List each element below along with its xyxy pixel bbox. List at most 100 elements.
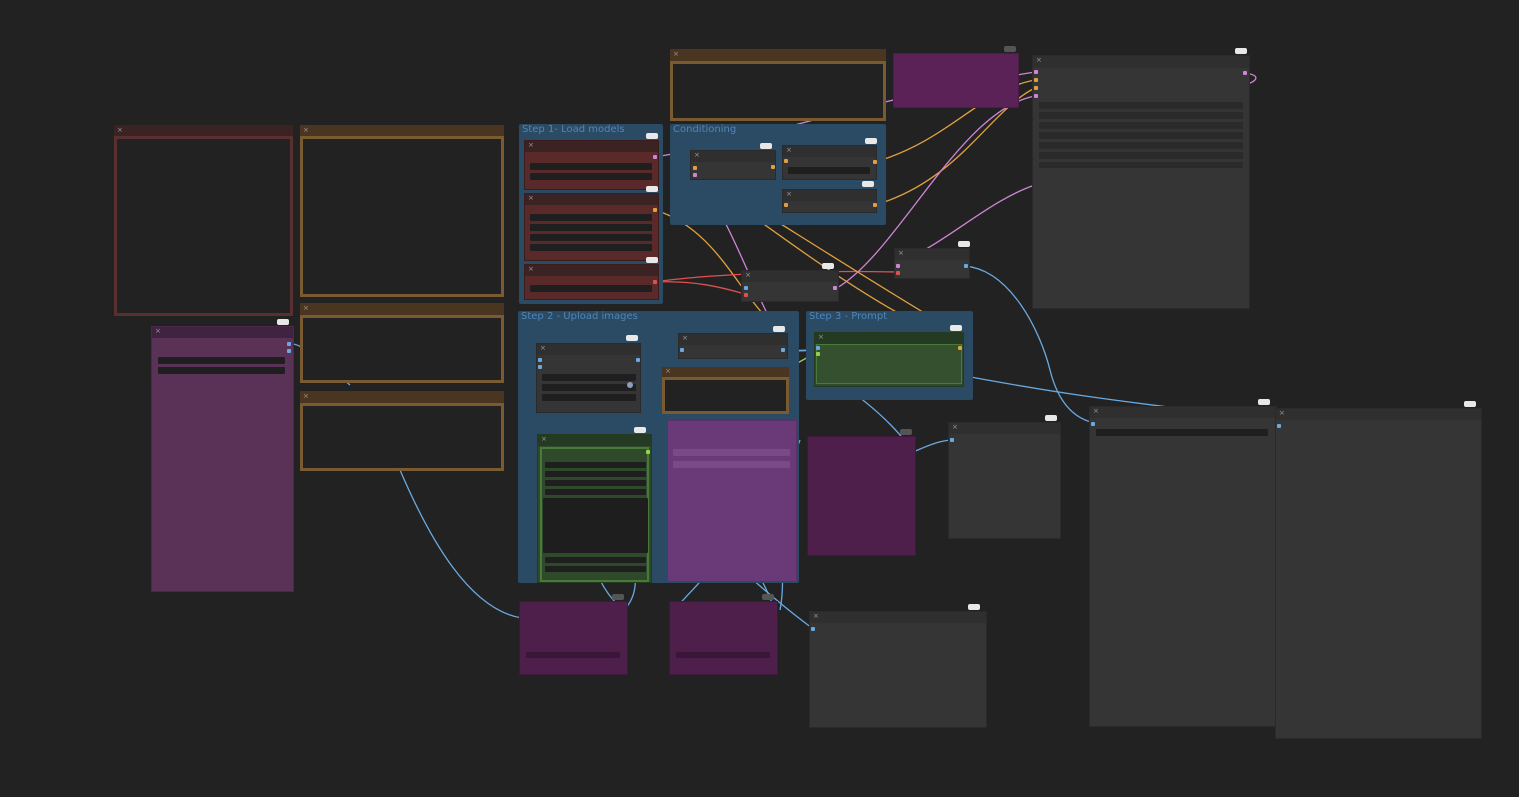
node-header[interactable] bbox=[114, 125, 293, 136]
node-widget[interactable] bbox=[1039, 132, 1243, 139]
output-slot[interactable] bbox=[636, 358, 640, 362]
close-icon[interactable]: × bbox=[694, 151, 700, 159]
node-widget[interactable] bbox=[673, 461, 790, 468]
node-frame-brown[interactable] bbox=[300, 403, 504, 471]
input-slot[interactable] bbox=[816, 346, 820, 350]
close-icon[interactable]: × bbox=[786, 146, 792, 154]
purple-preview-node[interactable] bbox=[667, 420, 797, 582]
node-widget[interactable] bbox=[1039, 142, 1243, 149]
close-icon[interactable]: × bbox=[541, 435, 547, 443]
output-slot[interactable] bbox=[646, 450, 650, 454]
node-widget[interactable] bbox=[1039, 112, 1243, 119]
conditioning-node[interactable]: × bbox=[782, 145, 877, 180]
close-icon[interactable]: × bbox=[528, 141, 534, 149]
output-slot[interactable] bbox=[653, 208, 657, 212]
node-widget[interactable] bbox=[542, 394, 636, 401]
large-node[interactable]: × bbox=[1032, 55, 1250, 309]
close-icon[interactable]: × bbox=[117, 126, 123, 134]
node-widget[interactable] bbox=[530, 224, 652, 231]
close-icon[interactable]: × bbox=[1036, 56, 1042, 64]
output-slot[interactable] bbox=[781, 348, 785, 352]
node-widget[interactable] bbox=[530, 214, 652, 221]
output-slot[interactable] bbox=[653, 155, 657, 159]
close-icon[interactable]: × bbox=[952, 423, 958, 431]
conditioning-node[interactable]: × bbox=[782, 189, 877, 213]
close-icon[interactable]: × bbox=[1093, 407, 1099, 415]
close-icon[interactable]: × bbox=[528, 194, 534, 202]
magenta-node[interactable] bbox=[807, 436, 916, 556]
input-slot[interactable] bbox=[1091, 422, 1095, 426]
input-slot[interactable] bbox=[693, 173, 697, 177]
close-icon[interactable]: × bbox=[303, 126, 309, 134]
close-icon[interactable]: × bbox=[1279, 409, 1285, 417]
node-frame-brown[interactable] bbox=[300, 315, 504, 383]
input-slot[interactable] bbox=[744, 286, 748, 290]
upload-node[interactable]: × bbox=[678, 333, 788, 359]
mid-node[interactable]: × bbox=[894, 248, 970, 279]
close-icon[interactable]: × bbox=[682, 334, 688, 342]
close-icon[interactable]: × bbox=[898, 249, 904, 257]
node-widget[interactable] bbox=[545, 471, 646, 477]
node-widget[interactable] bbox=[530, 234, 652, 241]
large-node[interactable]: × bbox=[1275, 408, 1482, 739]
prompt-text-area[interactable] bbox=[816, 344, 962, 384]
node-header[interactable] bbox=[300, 125, 504, 136]
node-widget[interactable] bbox=[1039, 152, 1243, 159]
input-slot[interactable] bbox=[1277, 424, 1281, 428]
input-slot[interactable] bbox=[1034, 86, 1038, 90]
input-slot[interactable] bbox=[816, 352, 820, 356]
node-widget[interactable] bbox=[788, 167, 870, 174]
node-frame-brown[interactable] bbox=[300, 136, 504, 297]
prompt-node[interactable]: × bbox=[814, 332, 964, 387]
node-widget[interactable] bbox=[545, 566, 646, 572]
close-icon[interactable]: × bbox=[813, 612, 819, 620]
output-slot[interactable] bbox=[287, 342, 291, 346]
load-model-node[interactable]: × bbox=[524, 140, 659, 190]
node-header[interactable] bbox=[662, 367, 789, 377]
magenta-node[interactable] bbox=[519, 601, 628, 675]
close-icon[interactable]: × bbox=[665, 367, 671, 375]
input-slot[interactable] bbox=[784, 203, 788, 207]
node-widget[interactable] bbox=[530, 173, 652, 180]
node-widget[interactable] bbox=[673, 449, 790, 456]
mid-node[interactable]: × bbox=[741, 270, 839, 302]
input-slot[interactable] bbox=[538, 358, 542, 362]
input-slot[interactable] bbox=[896, 271, 900, 275]
image-node[interactable]: × bbox=[809, 611, 987, 728]
node-frame-brown[interactable] bbox=[662, 377, 789, 414]
close-icon[interactable]: × bbox=[303, 304, 309, 312]
output-slot[interactable] bbox=[771, 165, 775, 169]
node-widget[interactable] bbox=[545, 489, 646, 495]
close-icon[interactable]: × bbox=[528, 265, 534, 273]
toggle-icon[interactable] bbox=[627, 382, 633, 388]
input-slot[interactable] bbox=[538, 365, 542, 369]
node-widget[interactable] bbox=[542, 384, 636, 391]
load-model-node[interactable]: × bbox=[524, 193, 659, 261]
node-header[interactable] bbox=[300, 303, 504, 315]
output-slot[interactable] bbox=[1243, 71, 1247, 75]
node-widget[interactable] bbox=[530, 163, 652, 170]
close-icon[interactable]: × bbox=[540, 344, 546, 352]
node-widget[interactable] bbox=[158, 357, 285, 364]
image-node[interactable]: × bbox=[948, 422, 1061, 539]
node-frame-red[interactable] bbox=[114, 136, 293, 316]
output-slot[interactable] bbox=[958, 346, 962, 350]
text-area[interactable] bbox=[543, 498, 648, 553]
node-widget[interactable] bbox=[526, 652, 620, 658]
close-icon[interactable]: × bbox=[303, 392, 309, 400]
magenta-node[interactable] bbox=[669, 601, 778, 675]
load-model-node[interactable]: × bbox=[524, 264, 659, 300]
node-widget[interactable] bbox=[676, 652, 770, 658]
close-icon[interactable]: × bbox=[673, 50, 679, 58]
input-slot[interactable] bbox=[896, 264, 900, 268]
node-header[interactable] bbox=[300, 391, 504, 403]
magenta-node[interactable] bbox=[893, 53, 1019, 108]
green-node[interactable]: × bbox=[537, 434, 652, 583]
input-slot[interactable] bbox=[693, 166, 697, 170]
node-widget[interactable] bbox=[158, 367, 285, 374]
output-slot[interactable] bbox=[873, 203, 877, 207]
input-slot[interactable] bbox=[784, 159, 788, 163]
input-slot[interactable] bbox=[680, 348, 684, 352]
input-slot[interactable] bbox=[1034, 78, 1038, 82]
close-icon[interactable]: × bbox=[745, 271, 751, 279]
